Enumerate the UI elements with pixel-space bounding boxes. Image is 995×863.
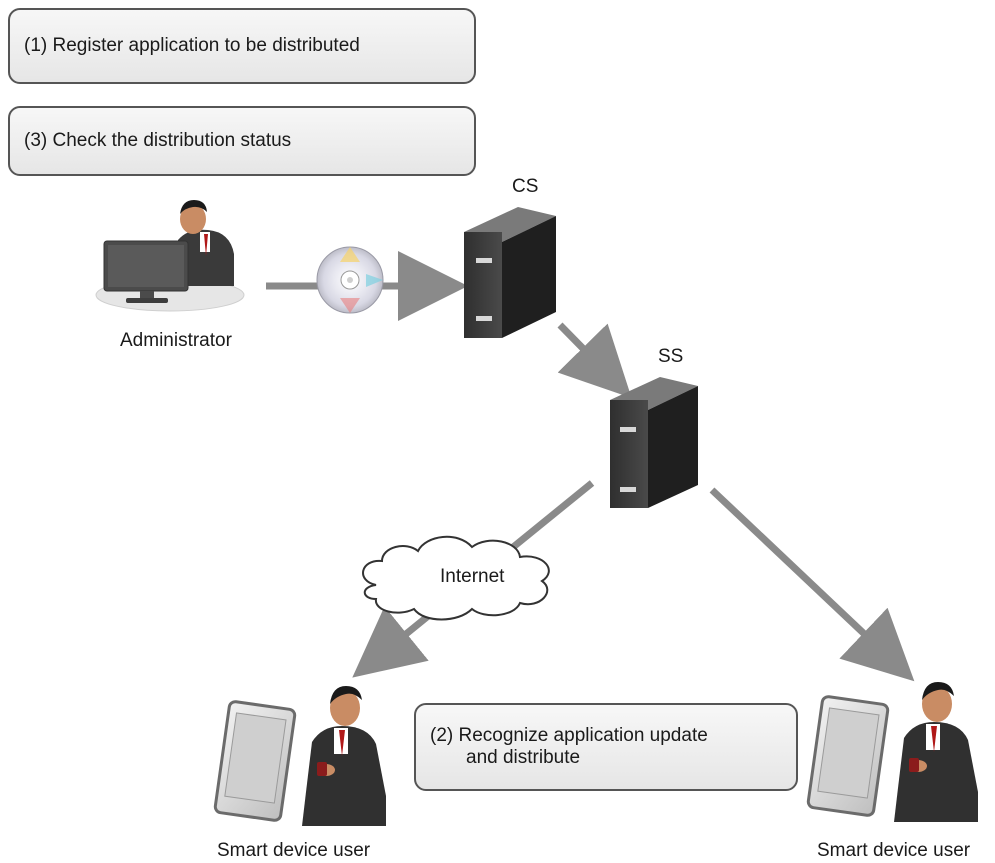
arrow-cs-to-ss: [557, 322, 632, 398]
ss-label: SS: [658, 346, 684, 367]
administrator-label: Administrator: [120, 330, 232, 351]
cs-label: CS: [512, 176, 539, 197]
administrator-icon: [95, 200, 245, 312]
smartphone-right-icon: [806, 695, 890, 817]
smartphone-left-icon: [213, 700, 297, 822]
step-2-label-line1: (2) Recognize application update: [430, 725, 708, 746]
smart-device-user-left-label: Smart device user: [217, 840, 371, 861]
smart-device-user-right-label: Smart device user: [817, 840, 971, 861]
step-1-label: (1) Register application to be distribut…: [24, 35, 360, 56]
step-1-box: (1) Register application to be distribut…: [8, 8, 476, 84]
arrow-ss-to-right-user: [709, 487, 915, 682]
disc-icon: [316, 246, 384, 314]
internet-label: Internet: [440, 566, 505, 587]
ss-server-icon: [610, 377, 698, 508]
cs-server-icon: [464, 207, 556, 338]
step-3-label: (3) Check the distribution status: [24, 130, 292, 151]
smart-device-user-left-icon: [302, 686, 386, 826]
step-3-box: (3) Check the distribution status: [8, 106, 476, 176]
step-2-box: (2) Recognize application update and dis…: [414, 703, 798, 791]
step-2-label-line2: and distribute: [466, 747, 581, 768]
internet-cloud-icon: [362, 535, 550, 621]
smart-device-user-right-icon: [894, 682, 978, 822]
